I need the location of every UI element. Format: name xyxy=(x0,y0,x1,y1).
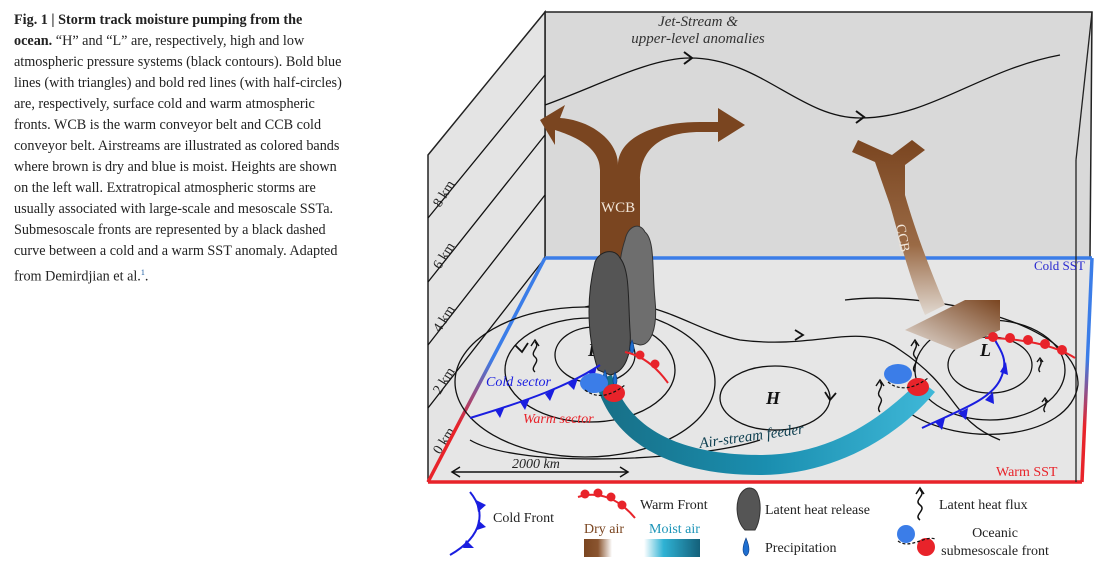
cold-conveyor-belt xyxy=(852,140,945,315)
box-top-right xyxy=(1075,11,1093,161)
jet-stream-label-line2: upper-level anomalies xyxy=(631,31,765,47)
legend-submesoscale-label: submesoscale front xyxy=(941,544,1049,559)
warm-sst-label: Warm SST xyxy=(996,465,1058,480)
low-pressure-label-right: L xyxy=(979,340,991,360)
jet-stream-label-line1: Jet-Stream & xyxy=(658,14,738,30)
contour-arrow-1 xyxy=(794,329,805,341)
jet-stream-arrow-1 xyxy=(683,51,694,65)
height-lines xyxy=(427,74,546,409)
legend-cold-sst-dot xyxy=(897,525,915,543)
caption-reference: 1 xyxy=(140,268,145,277)
legend-oceanic-label: Oceanic xyxy=(972,526,1018,541)
scale-bar-label: 2000 km xyxy=(512,457,560,472)
figure-caption: Fig. 1 | Storm track moisture pumping fr… xyxy=(14,10,344,288)
legend-cold-front-label: Cold Front xyxy=(493,511,554,526)
warm-front-right-bumps xyxy=(988,332,1067,355)
jet-stream-line xyxy=(544,54,1061,119)
cold-sst-label: Cold SST xyxy=(1034,258,1085,273)
air-stream-feeder xyxy=(595,375,935,475)
latent-heat-cloud-front xyxy=(588,251,631,376)
caption-tail: . xyxy=(144,268,149,285)
caption-body: “H” and “L” are, respectively, high and … xyxy=(14,33,342,285)
cold-front-right xyxy=(921,339,1006,429)
warm-front-bumps xyxy=(635,350,660,369)
wcb-label: WCB xyxy=(601,200,635,216)
right-sst-edge xyxy=(1080,257,1094,483)
legend-latent-heat-flux-icon xyxy=(915,486,925,521)
legend-latent-heat-release-label: Latent heat release xyxy=(765,503,870,518)
legend-precipitation-label: Precipitation xyxy=(765,541,837,556)
legend-latent-heat-flux-label: Latent heat flux xyxy=(939,498,1028,513)
legend-precipitation-icon xyxy=(742,537,750,557)
legend-warm-front-label: Warm Front xyxy=(640,498,708,513)
warm-front-left xyxy=(624,351,669,384)
legend: Cold Front Warm Front Dry air Moist air … xyxy=(449,486,1049,559)
cold-sector-label: Cold sector xyxy=(486,375,551,390)
latent-heat-flux-arrows xyxy=(530,338,1049,413)
ccb-label: CCB xyxy=(892,223,912,253)
caption-lead: Fig. 1 | Storm track moisture pumping fr… xyxy=(14,12,303,49)
legend-dry-air-swatch xyxy=(584,539,612,557)
legend-submesoscale-dash xyxy=(897,537,936,545)
jet-stream-arrow-2 xyxy=(855,110,866,124)
ccb-arrowhead xyxy=(905,300,1000,350)
legend-cloud-icon xyxy=(736,487,761,531)
submesoscale-front-right xyxy=(884,364,929,396)
legend-dry-air-label: Dry air xyxy=(584,522,624,537)
left-sst-edge xyxy=(426,257,547,483)
cold-front-triangles xyxy=(495,366,597,418)
scale-bar-arrow-right xyxy=(619,466,630,478)
scale-bar-arrow-left xyxy=(450,466,461,478)
contour-arrow-2 xyxy=(824,391,837,402)
legend-warm-sst-dot xyxy=(917,538,935,556)
warm-sector-label: Warm sector xyxy=(523,412,594,427)
legend-moist-air-swatch xyxy=(644,539,700,557)
legend-moist-air-label: Moist air xyxy=(649,522,700,537)
contour-arrow-3 xyxy=(514,342,529,354)
high-pressure-label: H xyxy=(765,388,781,408)
warm-conveyor-belt xyxy=(540,105,745,300)
submesoscale-front-left xyxy=(580,373,626,402)
legend-warm-front-icon xyxy=(577,493,636,519)
cold-front-right-triangles xyxy=(935,362,1008,430)
